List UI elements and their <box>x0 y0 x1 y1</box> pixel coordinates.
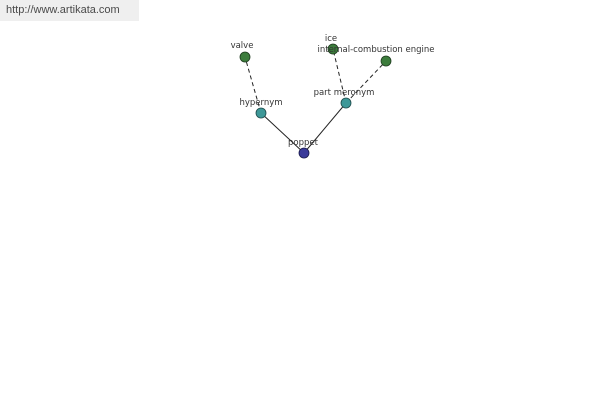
node-internal-combustion-engine-dot[interactable] <box>380 55 392 67</box>
node-part-meronym-label: part meronym <box>314 88 375 98</box>
node-part-meronym[interactable]: part meronym <box>314 88 375 109</box>
node-poppet[interactable]: poppet <box>288 138 319 159</box>
node-internal-combustion-engine[interactable]: internal-combustion engine <box>317 45 435 67</box>
nodes-layer: valve ice internal-combustion engine hyp… <box>231 34 435 159</box>
node-poppet-label: poppet <box>288 138 319 148</box>
site-url[interactable]: http://www.artikata.com <box>0 0 139 21</box>
edge-poppet-part-meronym <box>303 102 347 154</box>
edge-part-meronym-engine <box>345 60 387 104</box>
node-valve[interactable]: valve <box>231 41 254 63</box>
node-internal-combustion-engine-label: internal-combustion engine <box>317 45 434 55</box>
node-hypernym[interactable]: hypernym <box>239 98 283 119</box>
node-ice[interactable]: ice <box>325 34 339 55</box>
node-poppet-dot[interactable] <box>298 147 310 159</box>
node-valve-dot[interactable] <box>239 51 251 63</box>
edge-hypernym-valve <box>244 56 262 114</box>
node-hypernym-label: hypernym <box>239 98 282 108</box>
edges-layer <box>244 48 387 154</box>
node-ice-label: ice <box>325 34 337 44</box>
node-part-meronym-dot[interactable] <box>340 97 352 109</box>
node-ice-dot[interactable] <box>327 43 339 55</box>
node-valve-label: valve <box>231 41 254 51</box>
edge-part-meronym-ice <box>332 48 347 104</box>
edge-poppet-hypernym <box>260 112 305 154</box>
node-hypernym-dot[interactable] <box>255 107 267 119</box>
